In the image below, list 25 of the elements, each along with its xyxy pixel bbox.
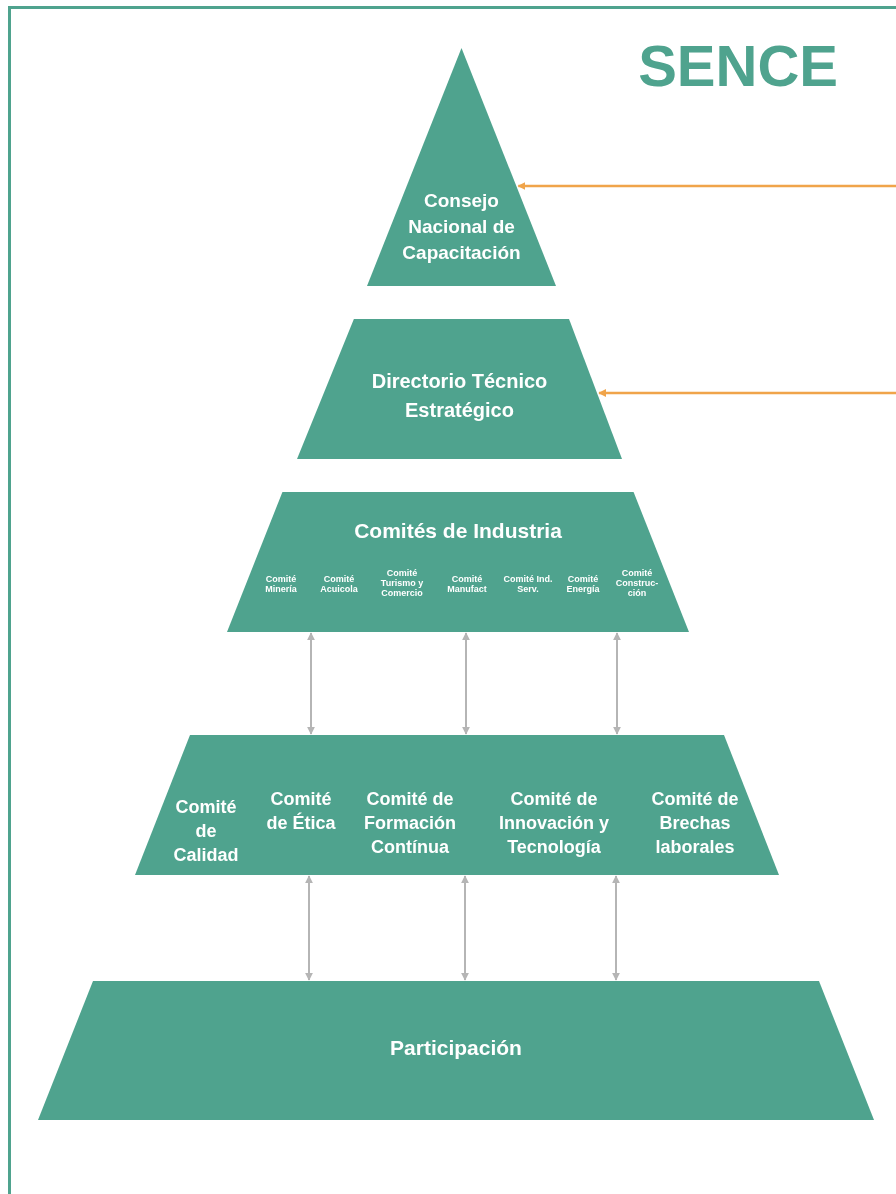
level-title: Comités de Industria bbox=[353, 518, 563, 544]
committee-label: Comité de Innovación y Tecnología bbox=[481, 787, 627, 867]
committee-label: Comité de Brechas laborales bbox=[635, 787, 755, 867]
level-title: Consejo Nacional de Capacitación bbox=[401, 189, 522, 265]
committee-label: Comité de Calidad bbox=[165, 795, 247, 869]
arrow bbox=[307, 632, 315, 735]
committee-label: Comité Manufact bbox=[439, 574, 495, 604]
arrow bbox=[612, 875, 620, 981]
committee-label: Comité de Formación Contínua bbox=[351, 787, 469, 867]
level-title: Directorio Técnico Estratégico bbox=[370, 369, 549, 423]
arrow bbox=[462, 632, 470, 735]
committee-label: Comité de Ética bbox=[263, 787, 339, 867]
title: SENCE bbox=[638, 34, 838, 98]
committee-label: Comité Acuicola bbox=[313, 574, 365, 604]
arrow bbox=[461, 875, 469, 981]
arrow bbox=[613, 632, 621, 735]
committee-label: Comité Energía bbox=[559, 574, 607, 604]
arrow bbox=[305, 875, 313, 981]
committee-label: Comité Ind. Serv. bbox=[501, 574, 555, 604]
level-title: Participación bbox=[389, 1035, 523, 1061]
committee-label: Comité Turismo y Comercio bbox=[372, 568, 432, 608]
arrow bbox=[517, 182, 896, 190]
committee-label: Comité Minería bbox=[255, 574, 307, 604]
arrow bbox=[598, 389, 896, 397]
committee-label: Comité Construc-ción bbox=[611, 568, 663, 608]
